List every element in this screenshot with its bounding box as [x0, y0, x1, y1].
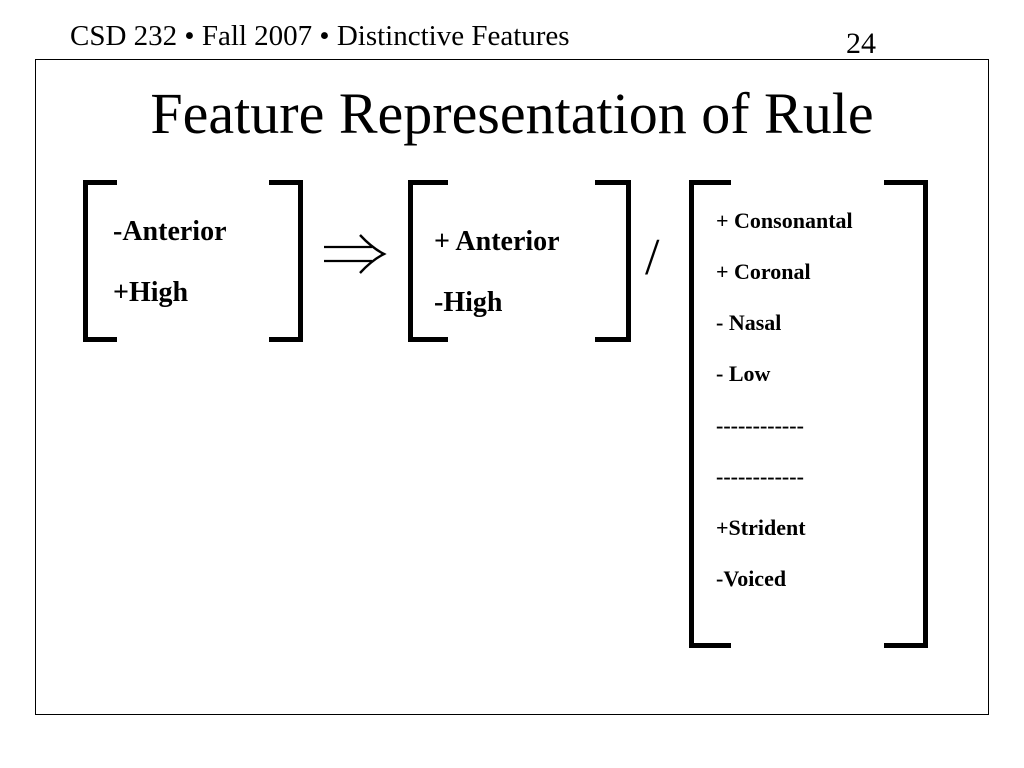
input-bracket-left	[83, 180, 117, 342]
context-feature-consonantal: + Consonantal	[716, 208, 853, 233]
context-feature-strident: +Strident	[716, 515, 806, 540]
context-feature-nasal: - Nasal	[716, 310, 782, 335]
context-bracket-right	[884, 180, 928, 648]
slide-frame	[35, 59, 989, 715]
context-feature-low: - Low	[716, 361, 771, 386]
context-feature-voiced: -Voiced	[716, 566, 787, 591]
page-number: 24	[846, 27, 876, 60]
output-feature-anterior: + Anterior	[434, 226, 560, 257]
output-bracket-right	[595, 180, 631, 342]
environment-slash: /	[645, 229, 660, 286]
context-divider: ------------	[716, 464, 804, 489]
input-feature-high: +High	[113, 277, 189, 308]
double-right-arrow-icon	[324, 234, 387, 274]
output-feature-high: -High	[434, 287, 503, 318]
slide-title: Feature Representation of Rule	[150, 81, 874, 146]
slide-header: CSD 232 • Fall 2007 • Distinctive Featur…	[70, 20, 570, 52]
output-bracket-left	[408, 180, 448, 342]
context-feature-coronal: + Coronal	[716, 259, 811, 284]
context-divider: ------------	[716, 413, 804, 438]
input-bracket-right	[269, 180, 303, 342]
context-bracket-left	[689, 180, 731, 648]
input-feature-anterior: -Anterior	[113, 216, 227, 247]
